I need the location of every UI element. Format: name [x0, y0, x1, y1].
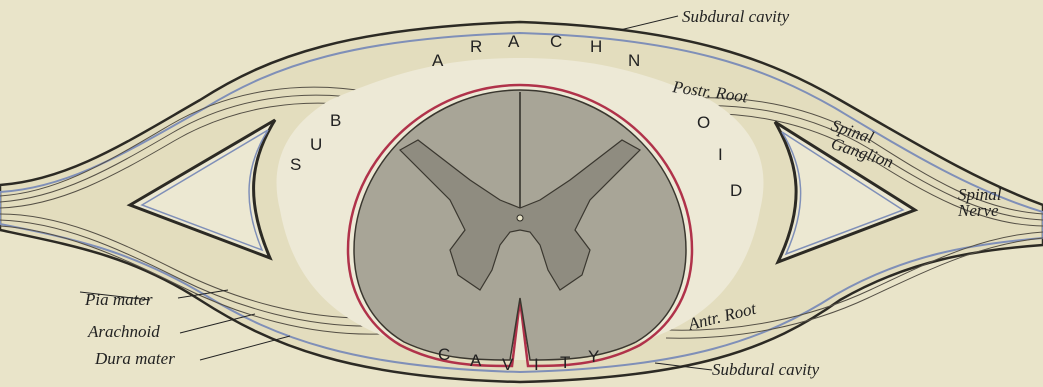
label-dura-mater: Dura mater [94, 349, 175, 368]
cavity-letter: V [502, 355, 515, 374]
cavity-letter: C [550, 32, 564, 51]
cavity-letter: C [438, 345, 452, 364]
cavity-letter: N [628, 51, 642, 70]
cavity-letter: O [697, 113, 712, 132]
cavity-letter: H [590, 37, 604, 56]
label-subdural-cavity-top: Subdural cavity [682, 7, 790, 26]
cavity-letter: B [330, 111, 343, 130]
cavity-letter: S [290, 155, 303, 174]
cavity-letter: A [432, 51, 445, 70]
cavity-letter: T [560, 353, 572, 372]
label-pia-mater: Pia mater [84, 290, 153, 309]
cavity-letter: I [718, 145, 725, 164]
cavity-letter: U [310, 135, 324, 154]
label-spinal-nerve-2: Nerve [957, 201, 999, 220]
cavity-letter: I [534, 355, 541, 374]
cavity-letter: D [730, 181, 744, 200]
central-canal [517, 215, 523, 221]
leader-line [200, 336, 290, 360]
cavity-letter: A [470, 351, 483, 370]
cavity-letter: Y [588, 347, 601, 366]
cavity-letter: A [508, 32, 521, 51]
cavity-letter: R [470, 37, 484, 56]
leader-line [620, 16, 678, 30]
label-arachnoid: Arachnoid [87, 322, 160, 341]
label-subdural-cavity-bottom: Subdural cavity [712, 360, 820, 379]
